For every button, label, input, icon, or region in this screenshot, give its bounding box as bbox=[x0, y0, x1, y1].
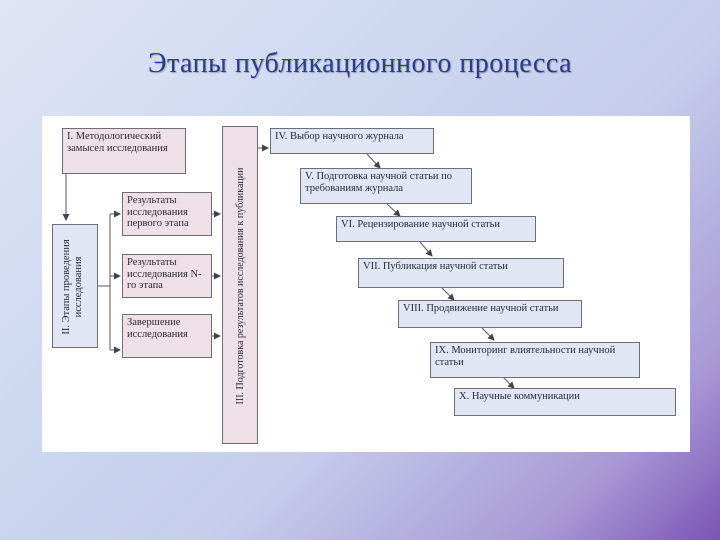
result-1-label: Результаты исследования первого этапа bbox=[127, 195, 189, 229]
result-1-box: Результаты исследования первого этапа bbox=[122, 192, 212, 236]
stage-3-box: III. Подготовка результатов исследования… bbox=[222, 126, 258, 444]
stage-2-label: II. Этапы проведения исследования bbox=[61, 239, 84, 335]
stage-5-label: V. Подготовка научной статьи по требован… bbox=[305, 171, 453, 194]
arrow-s9-to-s10 bbox=[501, 375, 515, 389]
stage-1-label: I. Методологический замысел исследования bbox=[67, 131, 168, 154]
connector-lines bbox=[62, 144, 515, 389]
result-final-box: Завершение исследования bbox=[122, 314, 212, 358]
stage-9-box: IX. Мониторинг влиятельности научной ста… bbox=[430, 342, 640, 378]
result-n-label: Результаты исследования N-го этапа bbox=[127, 257, 202, 291]
stage-8-box: VIII. Продвижение научной статьи bbox=[398, 300, 582, 328]
arrow-s6-to-s7 bbox=[419, 241, 433, 257]
result-final-label: Завершение исследования bbox=[127, 317, 188, 340]
stage-2-box: II. Этапы проведения исследования bbox=[52, 224, 98, 348]
stage-6-label: VI. Рецензирование научной статьи bbox=[341, 219, 501, 230]
slide-title: Этапы публикационного процесса bbox=[147, 48, 573, 79]
stage-9-label: IX. Мониторинг влиятельности научной ста… bbox=[435, 345, 616, 368]
arrow-s8-to-s9 bbox=[481, 327, 495, 341]
stage-7-box: VII. Публикация научной статьи bbox=[358, 258, 564, 288]
result-n-box: Результаты исследования N-го этапа bbox=[122, 254, 212, 298]
stage-8-label: VIII. Продвижение научной статьи bbox=[403, 303, 559, 314]
stage-6-box: VI. Рецензирование научной статьи bbox=[336, 216, 536, 242]
stage-10-label: X. Научные коммуникации bbox=[459, 391, 580, 402]
stage-10-box: X. Научные коммуникации bbox=[454, 388, 676, 416]
stage-4-label: IV. Выбор научного журнала bbox=[275, 131, 404, 142]
diagram-panel: I. Методологический замысел исследования… bbox=[42, 116, 690, 452]
stage-7-label: VII. Публикация научной статьи bbox=[363, 261, 508, 272]
arrow-s4-to-s5 bbox=[366, 153, 381, 169]
stage-1-box: I. Методологический замысел исследования bbox=[62, 128, 186, 174]
stage-5-box: V. Подготовка научной статьи по требован… bbox=[300, 168, 472, 204]
stage-4-box: IV. Выбор научного журнала bbox=[270, 128, 434, 154]
arrow-s5-to-s6 bbox=[386, 203, 401, 217]
arrow-s7-to-s8 bbox=[441, 287, 455, 301]
stage-3-label: III. Подготовка результатов исследования… bbox=[235, 167, 246, 405]
